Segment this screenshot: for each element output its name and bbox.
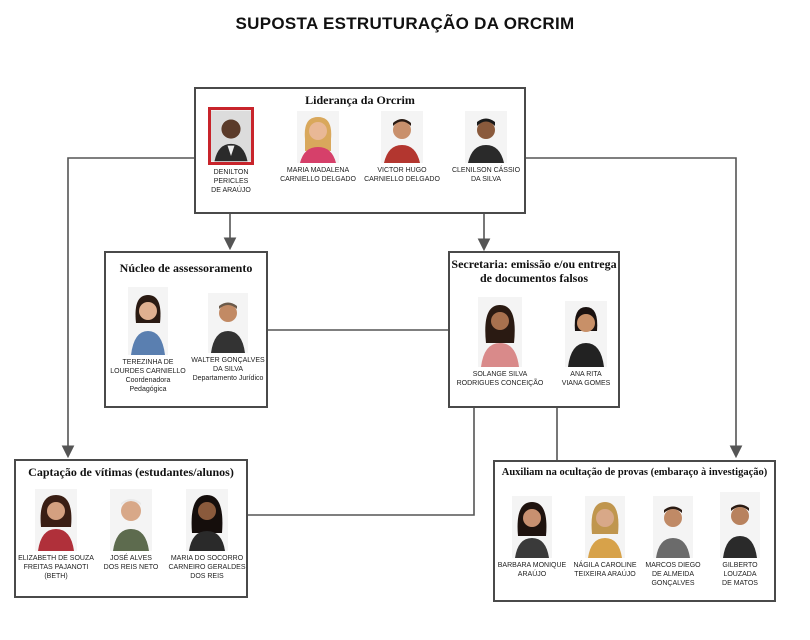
- member-photo: [720, 492, 760, 558]
- member-card: MARIA DO SOCORRO CARNEIRO GERALDES DOS R…: [168, 489, 246, 581]
- member-photo: [653, 496, 693, 558]
- member-photo: [110, 489, 152, 551]
- member-name: DENILTON PERICLES DE ARAÚJO: [211, 169, 251, 194]
- member-card: DENILTON PERICLES DE ARAÚJO: [198, 107, 264, 195]
- member-photo: [381, 111, 423, 163]
- group-secretariat-title: Secretaria: emissão e/ou entrega de docu…: [451, 257, 617, 285]
- member-name: TEREZINHA DE LOURDES CARNIELLO Coordenad…: [110, 359, 186, 393]
- member-name: ANA RITA VIANA GOMES: [561, 371, 611, 387]
- member-name: JOSÉ ALVES DOS REIS NETO: [103, 555, 159, 571]
- group-advisory: Núcleo de assessoramento TEREZINHA DE LO…: [104, 251, 268, 408]
- member-photo: [35, 489, 77, 551]
- member-name: NÁGILA CAROLINE TEIXEIRA ARAÚJO: [573, 562, 637, 578]
- member-name: GILBERTO LOUZADA DE MATOS: [722, 562, 758, 587]
- member-card: MARCOS DIEGO DE ALMEIDA GONÇALVES: [641, 496, 705, 588]
- group-victims: Captação de vítimas (estudantes/alunos) …: [14, 459, 248, 598]
- member-card: SOLANGE SILVA RODRIGUES CONCEIÇÃO: [454, 297, 546, 388]
- member-card: TEREZINHA DE LOURDES CARNIELLO Coordenad…: [110, 287, 186, 394]
- member-card: MARIA MADALENA CARNIELLO DELGADO: [278, 111, 358, 184]
- member-name: CLENILSON CÁSSIO DA SILVA: [451, 167, 521, 183]
- diagram-title: SUPOSTA ESTRUTURAÇÃO DA ORCRIM: [235, 14, 575, 33]
- member-name: SOLANGE SILVA RODRIGUES CONCEIÇÃO: [456, 371, 544, 387]
- group-advisory-title: Núcleo de assessoramento: [119, 261, 253, 275]
- member-photo: [512, 496, 552, 558]
- group-victims-title: Captação de vítimas (estudantes/alunos): [28, 465, 234, 479]
- group-concealment: Auxiliam na ocultação de provas (embaraç…: [493, 460, 776, 602]
- member-card: JOSÉ ALVES DOS REIS NETO: [96, 489, 166, 572]
- member-card: BARBARA MONIQUE ARAÚJO: [497, 496, 567, 579]
- member-photo: [186, 489, 228, 551]
- member-name: ELIZABETH DE SOUZA FREITAS PAJANOTI (BET…: [18, 555, 94, 580]
- member-photo: [208, 293, 248, 353]
- member-photo: [297, 111, 339, 163]
- group-concealment-title: Auxiliam na ocultação de provas (embaraç…: [501, 467, 768, 478]
- group-leadership-title: Liderança da Orcrim: [305, 93, 415, 107]
- member-card: CLENILSON CÁSSIO DA SILVA: [446, 111, 526, 184]
- member-card: NÁGILA CAROLINE TEIXEIRA ARAÚJO: [569, 496, 641, 579]
- member-card: VICTOR HUGO CARNIELLO DELGADO: [362, 111, 442, 184]
- member-photo: [585, 496, 625, 558]
- member-card: WALTER GONÇALVES DA SILVA Departamento J…: [190, 293, 266, 383]
- member-card: GILBERTO LOUZADA DE MATOS: [705, 492, 775, 588]
- member-photo: [465, 111, 507, 163]
- member-name: VICTOR HUGO CARNIELLO DELGADO: [364, 167, 440, 183]
- member-name: WALTER GONÇALVES DA SILVA Departamento J…: [191, 357, 265, 382]
- member-photo: [565, 301, 607, 367]
- group-secretariat: Secretaria: emissão e/ou entrega de docu…: [448, 251, 620, 408]
- member-name: MARIA DO SOCORRO CARNEIRO GERALDES DOS R…: [168, 555, 246, 580]
- member-name: BARBARA MONIQUE ARAÚJO: [497, 562, 567, 578]
- member-photo: [478, 297, 522, 367]
- member-name: MARIA MADALENA CARNIELLO DELGADO: [280, 167, 356, 183]
- member-photo: [208, 107, 254, 165]
- member-card: ANA RITA VIANA GOMES: [554, 301, 618, 388]
- group-leadership: Liderança da Orcrim DENILTON PERICLES DE…: [194, 87, 526, 214]
- member-card: ELIZABETH DE SOUZA FREITAS PAJANOTI (BET…: [18, 489, 94, 581]
- member-photo: [128, 287, 168, 355]
- member-name: MARCOS DIEGO DE ALMEIDA GONÇALVES: [645, 562, 701, 587]
